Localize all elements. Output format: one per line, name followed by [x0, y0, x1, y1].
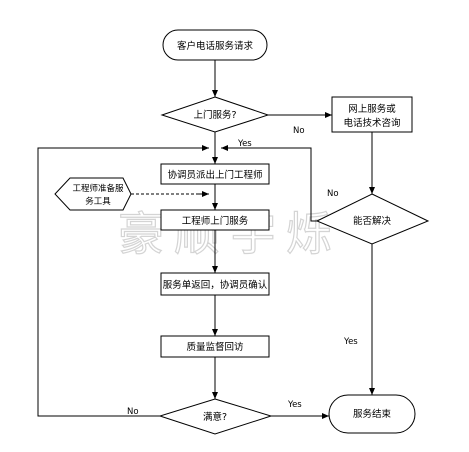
node-online-label-1: 网上服务或 [348, 103, 396, 115]
edge-label-no-unsolved: No [327, 189, 339, 199]
node-online-label-2: 电话技术咨询 [343, 117, 400, 129]
node-return-confirm: 服务单返回，协调员确认 [160, 272, 270, 296]
node-prepare-label-1: 工程师准备服 [72, 183, 124, 194]
node-end-label: 服务结束 [353, 408, 392, 420]
node-solved-label: 能否解决 [353, 215, 392, 227]
node-satisfied: 满意? [158, 398, 273, 435]
node-start: 客户电话服务请求 [162, 29, 268, 61]
edge-label-yes-solved: Yes [343, 337, 358, 347]
node-prepare-label-2: 务工具 [85, 196, 111, 207]
node-quality: 质量监督回访 [160, 335, 270, 358]
edge-label-yes-satisfied: Yes [287, 400, 302, 410]
node-quality-label: 质量监督回访 [186, 341, 244, 353]
node-prepare: 工程师准备服 务工具 [54, 177, 132, 211]
node-engineer-visit: 工程师上门服务 [160, 209, 270, 231]
node-solved: 能否解决 [315, 193, 430, 245]
node-dispatch-label: 协调员派出上门工程师 [167, 169, 262, 181]
edge-label-no-unsatisfied: No [127, 407, 139, 417]
node-end: 服务结束 [328, 394, 416, 434]
edge-unsolved-loop [221, 145, 317, 222]
node-online: 网上服务或 电话技术咨询 [331, 96, 413, 133]
node-start-label: 客户电话服务请求 [177, 40, 254, 52]
node-decision-onsite-label: 上门服务? [193, 109, 236, 121]
node-dispatch: 协调员派出上门工程师 [160, 163, 270, 185]
node-return-confirm-label: 服务单返回，协调员确认 [163, 279, 268, 291]
connectors [37, 60, 375, 419]
edge-label-yes-dispatch: Yes [237, 139, 252, 149]
edge-unsatisfied-loop [37, 145, 209, 417]
node-decision-onsite: 上门服务? [160, 96, 270, 133]
node-engineer-visit-label: 工程师上门服务 [182, 215, 249, 227]
edge-label-no-online: No [293, 126, 305, 136]
node-satisfied-label: 满意? [203, 411, 227, 423]
